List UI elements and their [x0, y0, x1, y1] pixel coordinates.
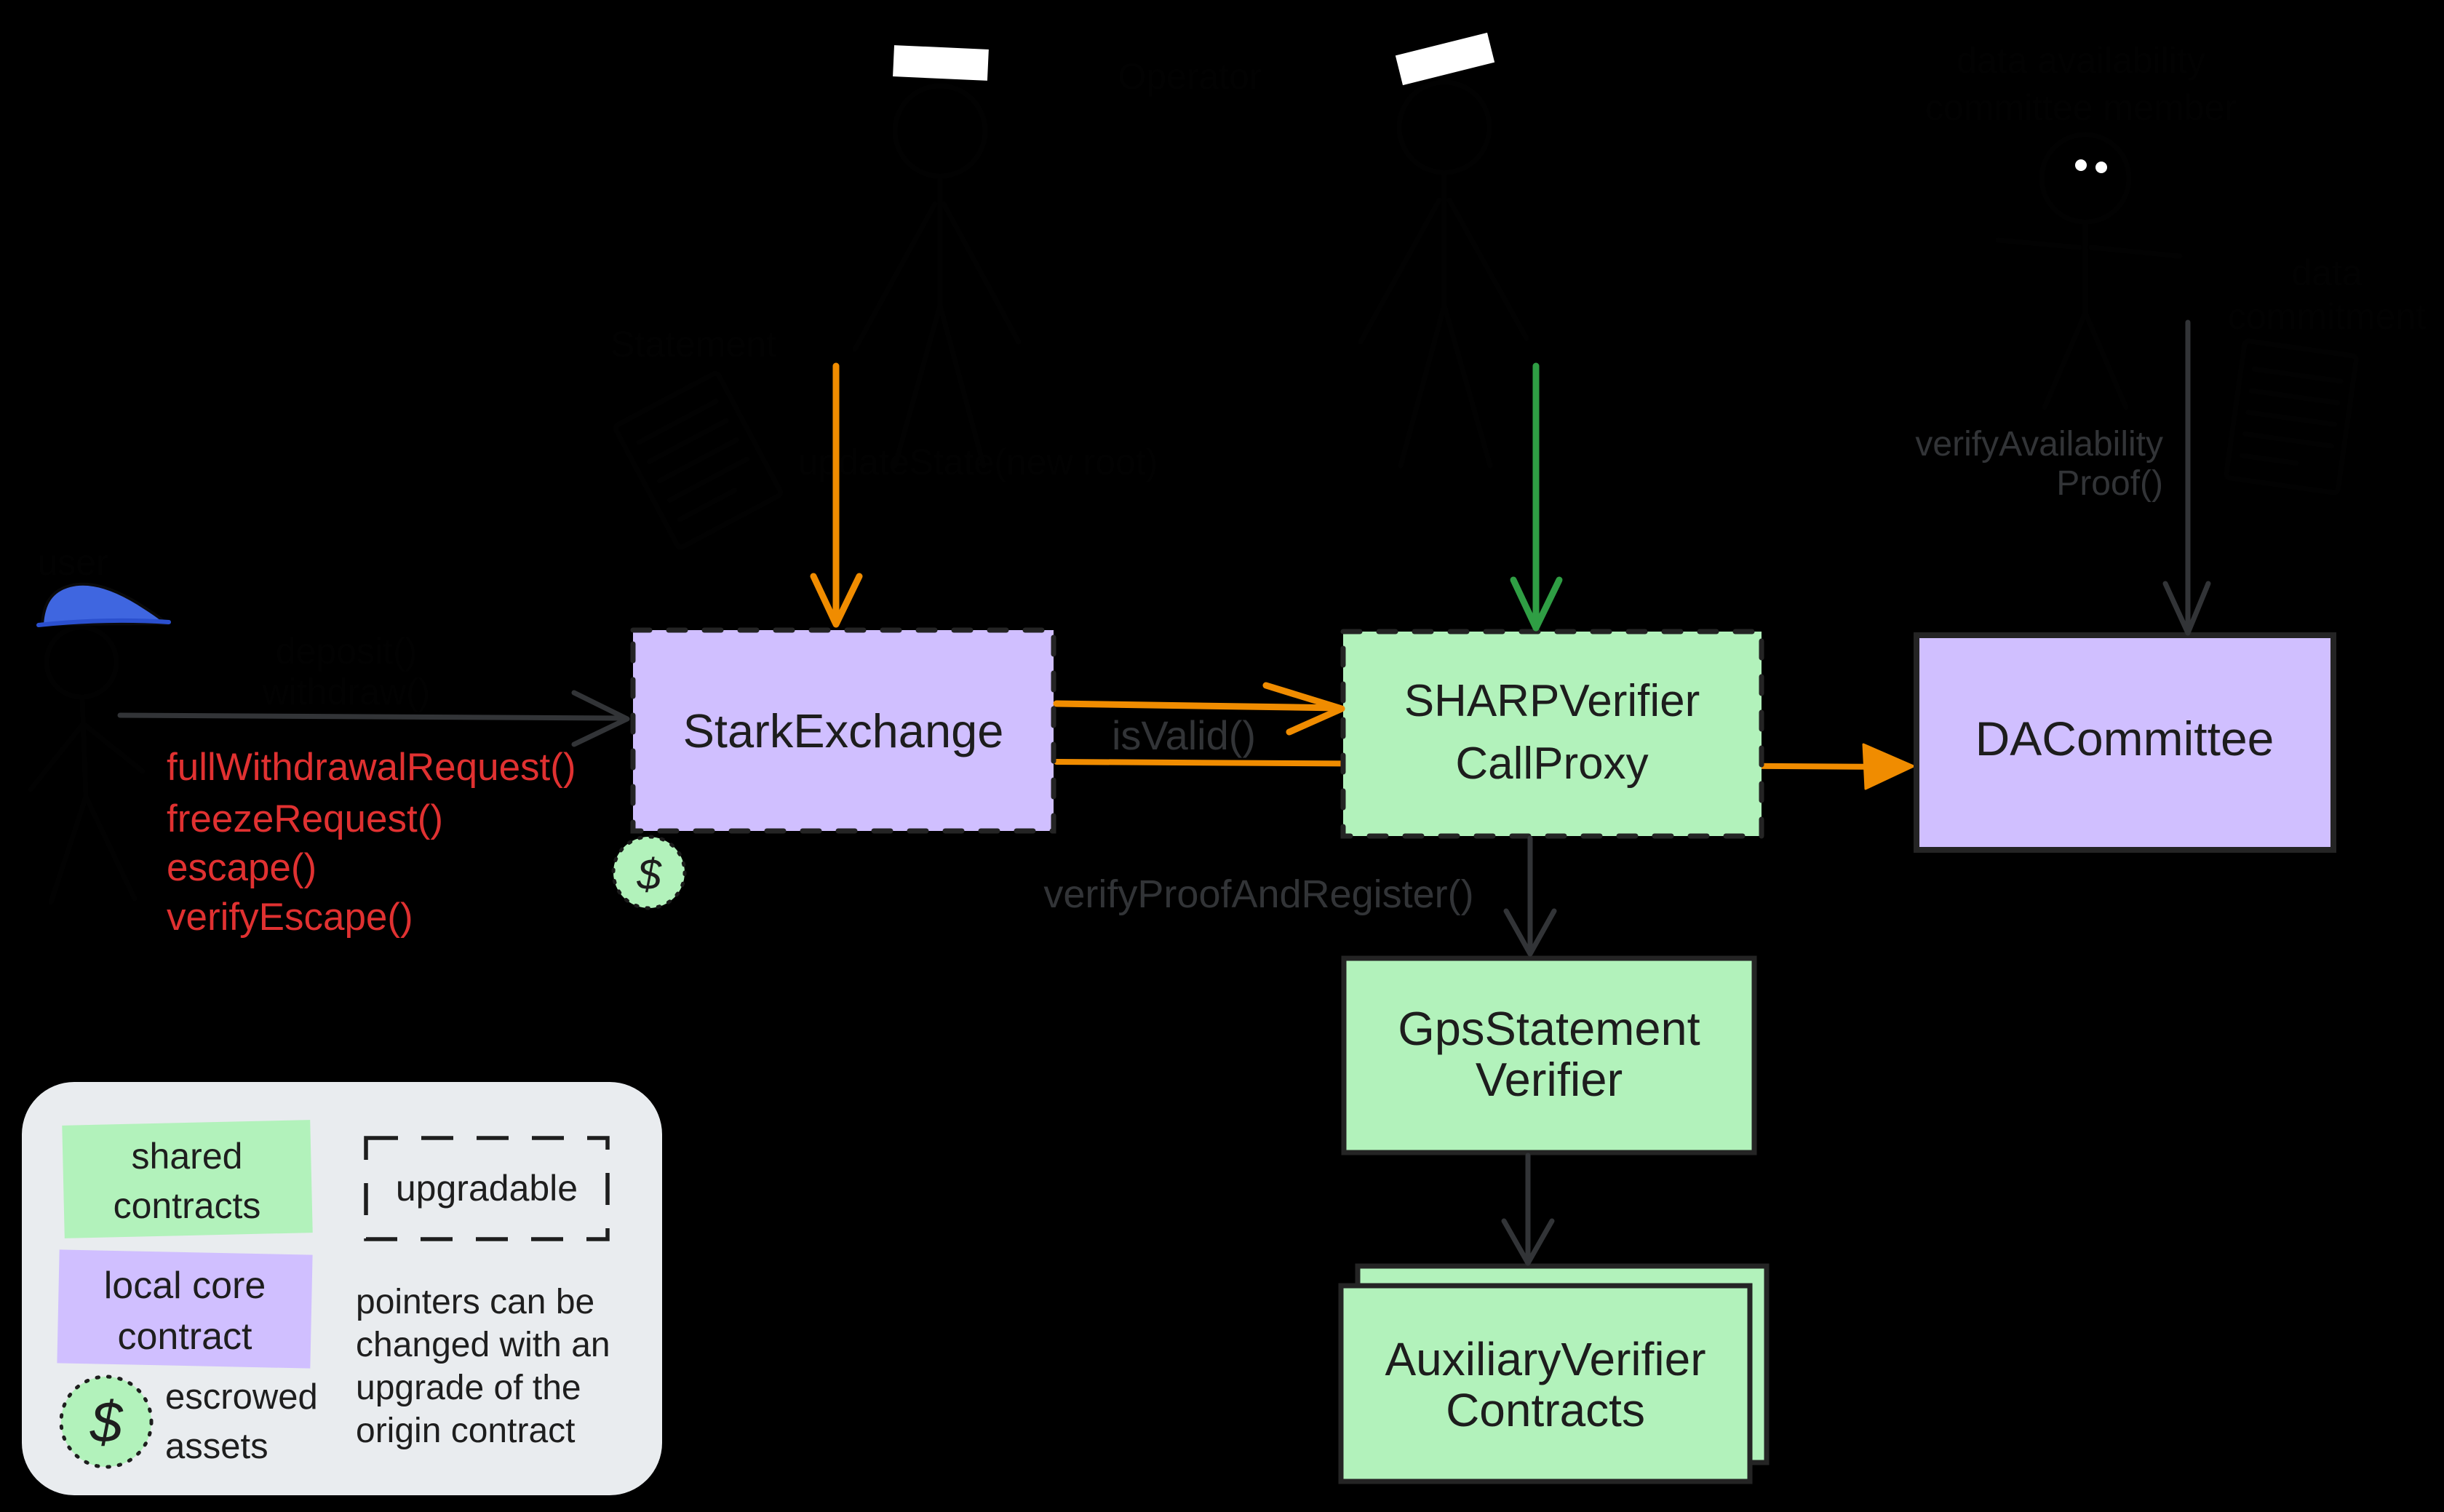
svg-text:escape(): escape(): [167, 846, 317, 889]
svg-text:committee member: committee member: [1925, 87, 2237, 128]
svg-text:$: $: [636, 850, 662, 899]
svg-text:fullWithdrawalRequest(): fullWithdrawalRequest(): [167, 746, 576, 789]
svg-text:verifyProofAndRegister(): verifyProofAndRegister(): [1043, 872, 1473, 916]
svg-text:$: $: [89, 1390, 124, 1455]
svg-text:upgrade of the: upgrade of the: [356, 1369, 581, 1407]
svg-text:freezeRequest(): freezeRequest(): [167, 797, 443, 840]
svg-text:GpsStatement: GpsStatement: [1398, 1002, 1700, 1055]
svg-text:Contracts: Contracts: [1446, 1384, 1645, 1436]
svg-text:verifyEscape(): verifyEscape(): [167, 896, 413, 939]
svg-text:local core: local core: [104, 1265, 266, 1307]
svg-text:Operator: Operator: [1118, 56, 1261, 97]
svg-text:data availability: data availability: [1957, 40, 2205, 81]
svg-text:Verifier: Verifier: [1476, 1053, 1623, 1106]
svg-text:data: data: [2291, 252, 2363, 293]
svg-text:deposit(): deposit(): [276, 631, 418, 672]
svg-text:StarkExchange: StarkExchange: [683, 704, 1004, 757]
svg-text:Statement: Statement: [610, 324, 776, 365]
svg-text:CallProxy: CallProxy: [1455, 739, 1648, 789]
svg-text:SHARPVerifier: SHARPVerifier: [1404, 676, 1700, 726]
svg-text:escrowed: escrowed: [165, 1377, 318, 1417]
svg-text:pointers can be: pointers can be: [356, 1283, 594, 1321]
svg-text:AuxiliaryVerifier: AuxiliaryVerifier: [1385, 1333, 1705, 1385]
svg-text:contracts: contracts: [114, 1185, 261, 1226]
svg-text:contract: contract: [118, 1316, 253, 1358]
svg-text:changed with an: changed with an: [356, 1326, 610, 1364]
svg-text:verifyAvailability: verifyAvailability: [1915, 425, 2163, 463]
svg-text:user: user: [37, 542, 108, 583]
svg-text:assets: assets: [165, 1427, 268, 1466]
svg-text:shared: shared: [132, 1136, 243, 1177]
svg-text:Proof(): Proof(): [2056, 464, 2163, 503]
svg-text:withdraw(): withdraw(): [262, 672, 431, 712]
svg-text:upgradable: upgradable: [396, 1168, 578, 1209]
svg-text:DACommittee: DACommittee: [1975, 712, 2274, 765]
svg-text:origin contract: origin contract: [356, 1412, 575, 1450]
svg-text:isValid(): isValid(): [1112, 712, 1256, 758]
svg-text:commitment: commitment: [2228, 296, 2426, 337]
svg-text:updateState(new root): updateState(new root): [798, 442, 1158, 482]
